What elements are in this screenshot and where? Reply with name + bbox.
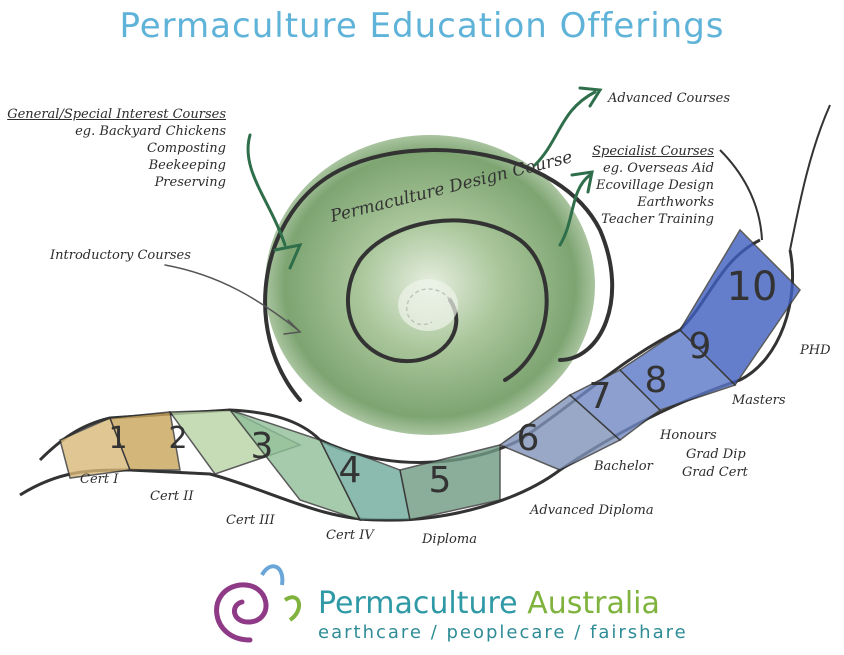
- introductory-courses-label: Introductory Courses: [50, 247, 191, 264]
- level-number: 6: [517, 418, 540, 459]
- level-label-advanced-diploma: Advanced Diploma: [530, 502, 654, 519]
- organisation-name-part1: Permaculture: [318, 586, 518, 621]
- level-number: 9: [689, 326, 712, 367]
- level-number: 5: [429, 460, 452, 501]
- shell: Permaculture Design Course: [265, 135, 612, 435]
- general-course-item: eg. Backyard Chickens: [0, 123, 226, 140]
- arrow-advanced-head: [580, 88, 600, 106]
- shell-core: [398, 279, 458, 331]
- specialist-course-item: Earthworks: [588, 194, 714, 211]
- general-course-item: Preserving: [0, 174, 226, 191]
- level-label-cert-iv: Cert IV: [326, 527, 374, 544]
- level-label-grad-dip: Grad Dip: [686, 446, 746, 463]
- specialist-course-item: Ecovillage Design: [588, 177, 714, 194]
- level-label-masters: Masters: [732, 392, 786, 409]
- level-label-cert-ii: Cert II: [150, 488, 193, 505]
- antenna-right: [790, 105, 830, 250]
- level-number: 7: [589, 376, 612, 417]
- level-number: 2: [168, 421, 187, 456]
- specialist-courses-heading: Specialist Courses: [588, 143, 714, 160]
- level-label-cert-iii: Cert III: [226, 512, 275, 529]
- general-course-item: Composting: [0, 140, 226, 157]
- arrow-general: [248, 135, 285, 245]
- level-label-bachelor: Bachelor: [594, 458, 653, 475]
- level-number: 10: [727, 264, 778, 310]
- level-number: 1: [108, 421, 127, 456]
- antenna-left: [720, 150, 762, 240]
- specialist-course-item: Teacher Training: [588, 211, 714, 228]
- organisation-name-part2: Australia: [527, 586, 660, 621]
- level-label-diploma: Diploma: [422, 531, 477, 548]
- level-label-cert-i: Cert I: [80, 471, 118, 488]
- organisation-tagline: earthcare ∕ peoplecare ∕ fairshare: [318, 622, 688, 643]
- level-number: 3: [251, 426, 274, 467]
- organisation-name: Permaculture Australia: [318, 586, 660, 621]
- level-label-honours: Honours: [660, 427, 717, 444]
- specialist-course-item: eg. Overseas Aid: [588, 160, 714, 177]
- level-number: 4: [339, 450, 362, 491]
- level-label-phd: PHD: [800, 342, 831, 359]
- specialist-courses-note: Specialist Courses eg. Overseas Aid Ecov…: [588, 143, 714, 228]
- general-courses-note: General/Special Interest Courses eg. Bac…: [0, 106, 226, 191]
- general-courses-heading: General/Special Interest Courses: [0, 106, 226, 123]
- logo-swirl-icon: [217, 566, 299, 640]
- level-number: 8: [645, 360, 668, 401]
- advanced-courses-label: Advanced Courses: [608, 90, 730, 107]
- general-course-item: Beekeeping: [0, 157, 226, 174]
- level-label-grad-cert: Grad Cert: [682, 464, 748, 481]
